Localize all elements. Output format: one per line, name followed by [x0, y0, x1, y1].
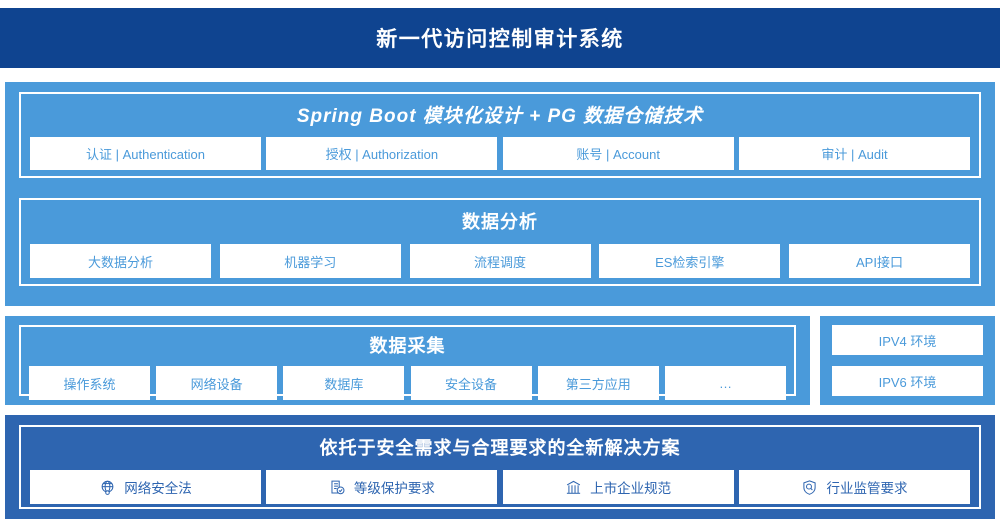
card-database[interactable]: 数据库 — [283, 366, 405, 400]
bank-building-icon — [565, 479, 582, 496]
card-label: 网络设备 — [190, 376, 243, 392]
card-industry-regulatory[interactable]: 行业监管要求 — [738, 470, 970, 504]
card-classified-protection[interactable]: 等级保护要求 — [266, 470, 498, 504]
section-spring-boot: Spring Boot 模块化设计 + PG 数据仓储技术 认证 | Authe… — [5, 82, 995, 188]
card-label: 行业监管要求 — [826, 481, 908, 496]
card-label: … — [718, 375, 732, 391]
header-bar: 新一代访问控制审计系统 — [0, 8, 1000, 68]
card-authentication[interactable]: 认证 | Authentication — [30, 137, 261, 170]
card-label: 流程调度 — [473, 254, 526, 270]
card-security-device[interactable]: 安全设备 — [410, 366, 532, 400]
section-data-analysis-inner: 数据分析 大数据分析 机器学习 流程调度 ES检索引擎 API接口 — [19, 198, 981, 286]
card-label: 网络安全法 — [124, 481, 192, 496]
card-account[interactable]: 账号 | Account — [502, 137, 734, 170]
section-solution: 依托于安全需求与合理要求的全新解决方案 网络安全法 — [5, 415, 995, 519]
section-data-collection-card-row: 操作系统 网络设备 数据库 安全设备 第三方应用 … — [21, 366, 794, 400]
section-solution-title: 依托于安全需求与合理要求的全新解决方案 — [319, 438, 681, 458]
section-spring-boot-card-row: 认证 | Authentication 授权 | Authorization 账… — [21, 137, 979, 170]
card-label: 上市企业规范 — [590, 481, 672, 496]
page-title: 新一代访问控制审计系统 — [376, 28, 624, 51]
card-ipv4-environment[interactable]: IPV4 环境 — [832, 325, 983, 355]
card-ipv6-environment[interactable]: IPV6 环境 — [832, 366, 983, 396]
globe-network-icon — [99, 479, 116, 496]
card-label: IPV4 环境 — [878, 333, 937, 349]
card-label: 机器学习 — [284, 254, 337, 270]
card-operating-system[interactable]: 操作系统 — [29, 366, 150, 400]
card-cybersecurity-law[interactable]: 网络安全法 — [30, 470, 261, 504]
section-spring-boot-title: Spring Boot 模块化设计 + PG 数据仓储技术 — [296, 106, 704, 127]
card-label: 大数据分析 — [87, 254, 153, 270]
card-label: 账号 | Account — [576, 147, 660, 162]
card-label: 第三方应用 — [565, 376, 631, 392]
card-audit[interactable]: 审计 | Audit — [738, 137, 970, 170]
card-label: API接口 — [856, 254, 903, 270]
card-big-data-analysis[interactable]: 大数据分析 — [30, 244, 211, 278]
section-solution-card-row: 网络安全法 等级保护要求 — [21, 470, 979, 504]
card-label: 认证 | Authentication — [86, 147, 205, 162]
card-api-interface[interactable]: API接口 — [789, 244, 970, 278]
card-label: 等级保护要求 — [353, 481, 435, 496]
card-machine-learning[interactable]: 机器学习 — [219, 244, 401, 278]
card-more-ellipsis[interactable]: … — [664, 366, 786, 400]
card-label: 数据库 — [324, 376, 364, 392]
card-network-device[interactable]: 网络设备 — [156, 366, 278, 400]
document-check-icon — [329, 479, 346, 496]
card-third-party-app[interactable]: 第三方应用 — [537, 366, 659, 400]
section-data-analysis: 数据分析 大数据分析 机器学习 流程调度 ES检索引擎 API接口 — [5, 188, 995, 306]
card-label: 授权 | Authorization — [325, 147, 439, 162]
card-label: 审计 | Audit — [821, 147, 888, 162]
shield-search-icon — [801, 479, 818, 496]
card-process-scheduling[interactable]: 流程调度 — [409, 244, 591, 278]
card-label: 操作系统 — [63, 376, 116, 392]
section-ipv-card-column: IPV4 环境 IPV6 环境 — [832, 325, 983, 396]
section-ipv-environments: IPV4 环境 IPV6 环境 — [820, 316, 995, 405]
section-data-collection-title: 数据采集 — [369, 336, 446, 356]
section-spring-boot-inner: Spring Boot 模块化设计 + PG 数据仓储技术 认证 | Authe… — [19, 92, 981, 178]
section-solution-inner: 依托于安全需求与合理要求的全新解决方案 网络安全法 — [19, 425, 981, 509]
section-data-analysis-card-row: 大数据分析 机器学习 流程调度 ES检索引擎 API接口 — [21, 244, 979, 278]
card-authorization[interactable]: 授权 | Authorization — [266, 137, 498, 170]
card-label: IPV6 环境 — [878, 374, 937, 390]
section-data-analysis-title: 数据分析 — [462, 212, 538, 232]
card-label: ES检索引擎 — [655, 254, 725, 270]
section-data-collection: 数据采集 操作系统 网络设备 数据库 安全设备 第三方应用 … — [5, 316, 810, 405]
card-es-search-engine[interactable]: ES检索引擎 — [599, 244, 781, 278]
card-label: 安全设备 — [445, 376, 498, 392]
card-listed-company-standards[interactable]: 上市企业规范 — [502, 470, 734, 504]
section-data-collection-inner: 数据采集 操作系统 网络设备 数据库 安全设备 第三方应用 … — [19, 325, 796, 400]
